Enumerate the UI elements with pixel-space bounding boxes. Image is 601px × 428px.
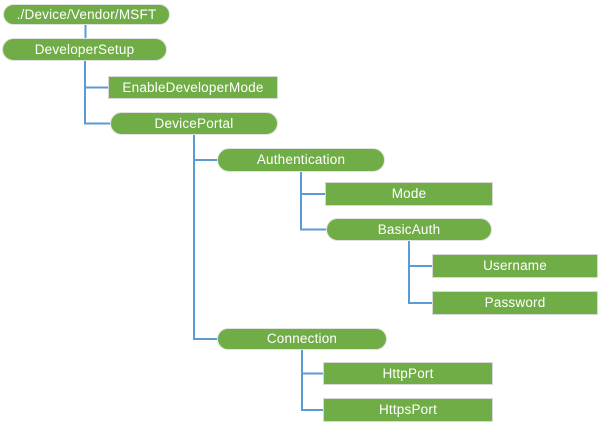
node-root: ./Device/Vendor/MSFT [3, 4, 170, 25]
connector-developersetup-children [84, 61, 110, 125]
connector-deviceportal-children [193, 135, 217, 340]
node-developer-setup: DeveloperSetup [2, 38, 167, 61]
node-connection: Connection [217, 328, 387, 350]
node-username: Username [432, 254, 598, 278]
connector-connection-children [301, 350, 323, 411]
node-device-portal: DevicePortal [110, 112, 278, 135]
node-authentication: Authentication [217, 148, 385, 172]
node-http-port: HttpPort [323, 362, 493, 385]
node-basic-auth: BasicAuth [326, 218, 492, 241]
node-https-port: HttpsPort [323, 398, 493, 422]
connector-basicauth-children [408, 241, 432, 304]
node-mode: Mode [325, 182, 493, 206]
node-password: Password [432, 291, 598, 315]
node-enable-developer-mode: EnableDeveloperMode [108, 76, 278, 99]
connector-authentication-children [300, 172, 326, 231]
